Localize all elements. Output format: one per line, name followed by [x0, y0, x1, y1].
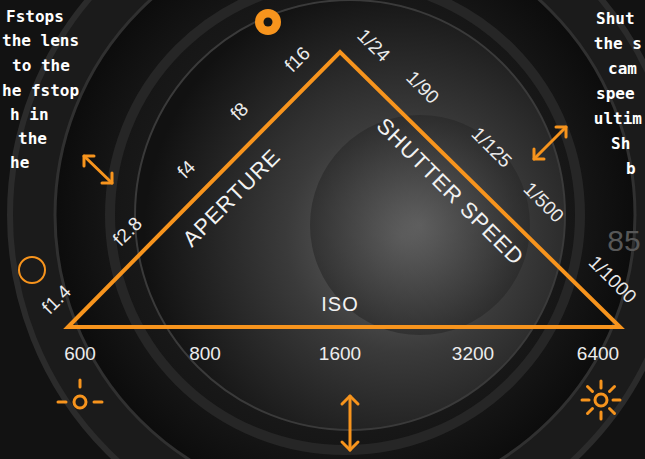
iso-value: 600: [64, 344, 96, 365]
cropped-text: ultim: [594, 110, 642, 128]
side-label: SHUTTER SPEED: [372, 114, 529, 271]
triangle-line: [68, 52, 620, 327]
mode-dot: [255, 9, 281, 35]
double-arrow: [84, 156, 112, 183]
iso-value: 3200: [452, 344, 494, 365]
cropped-text: spee: [596, 85, 635, 103]
mode-dot-center: [264, 18, 273, 27]
cropped-text: cam: [608, 60, 637, 78]
double-arrow: [534, 127, 566, 159]
iso-value: 1600: [319, 344, 361, 365]
iso-value: 6400: [577, 344, 619, 365]
cropped-text: Sh: [611, 135, 630, 153]
side-label: ISO: [321, 293, 358, 315]
cropped-text: he fstop: [2, 82, 79, 100]
hollow-circle: [19, 257, 45, 283]
dim-sun: [58, 380, 102, 408]
cropped-text: he: [10, 154, 29, 172]
cropped-text: the lens: [2, 32, 79, 50]
bright-sun: [582, 381, 620, 419]
cropped-text: the: [18, 130, 47, 148]
double-arrow: [342, 396, 358, 450]
cropped-text: the s: [594, 35, 642, 53]
cropped-text: Fstops: [6, 8, 64, 26]
iso-value: 800: [189, 344, 221, 365]
cropped-text: b: [626, 160, 636, 178]
cropped-text: h in: [10, 106, 49, 124]
lens-engraving: 85: [607, 224, 640, 257]
cropped-text: to the: [12, 57, 70, 75]
cropped-text: Shut: [596, 10, 635, 28]
